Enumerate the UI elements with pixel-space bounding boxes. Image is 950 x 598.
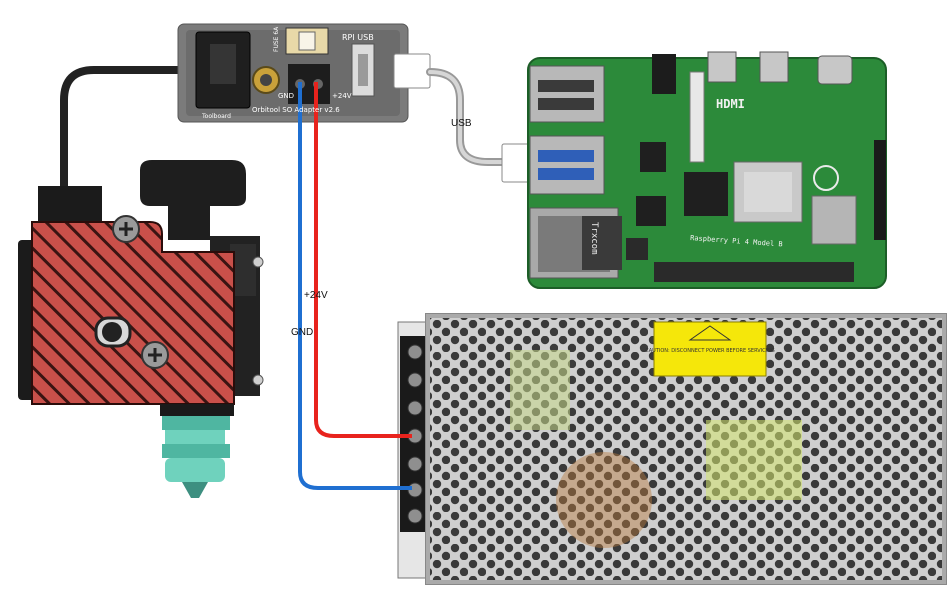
nozzle [162, 416, 230, 498]
usb-label: USB [451, 118, 472, 129]
ground-wire-label: GND [291, 327, 314, 338]
adapter-board [177, 23, 409, 123]
adapter-fuse-label: FUSE 6A [273, 26, 280, 52]
gpio-header [626, 238, 854, 282]
adapter-toolboard-label: Toolboard [201, 113, 231, 120]
usb-port [529, 135, 605, 195]
screw-icon [112, 215, 140, 243]
adapter-gnd-label: GND [278, 92, 294, 100]
power-wire [314, 82, 412, 438]
usb-cable [393, 53, 535, 183]
psu-warning-text: CAUTION: DISCONNECT POWER BEFORE SERVICI… [645, 348, 775, 354]
trxcom-text: Trxcom [589, 222, 599, 255]
hdmi-label: HDMI [716, 97, 745, 111]
toolhead [18, 160, 264, 498]
usb-port [529, 65, 605, 123]
power-wire-label: +24V [304, 290, 328, 301]
adapter-24v-label: +24V [332, 92, 352, 100]
ground-wire [298, 82, 412, 490]
toolhead-body [31, 221, 235, 405]
raspberry-pi: HDMI Raspberry Pi 4 Model B Trxcom [527, 51, 887, 289]
power-terminal [288, 64, 330, 104]
raspberry-logo-icon [813, 165, 839, 191]
power-supply: CAUTION: DISCONNECT POWER BEFORE SERVICI… [397, 313, 947, 585]
toolboard-cable [60, 66, 204, 194]
screw-icon [141, 341, 169, 369]
adapter-title: Orbitool SO Adapter v2.6 [252, 106, 340, 114]
adapter-port-label: RPI USB [342, 33, 374, 42]
psu-warning-label: CAUTION: DISCONNECT POWER BEFORE SERVICI… [645, 321, 775, 377]
